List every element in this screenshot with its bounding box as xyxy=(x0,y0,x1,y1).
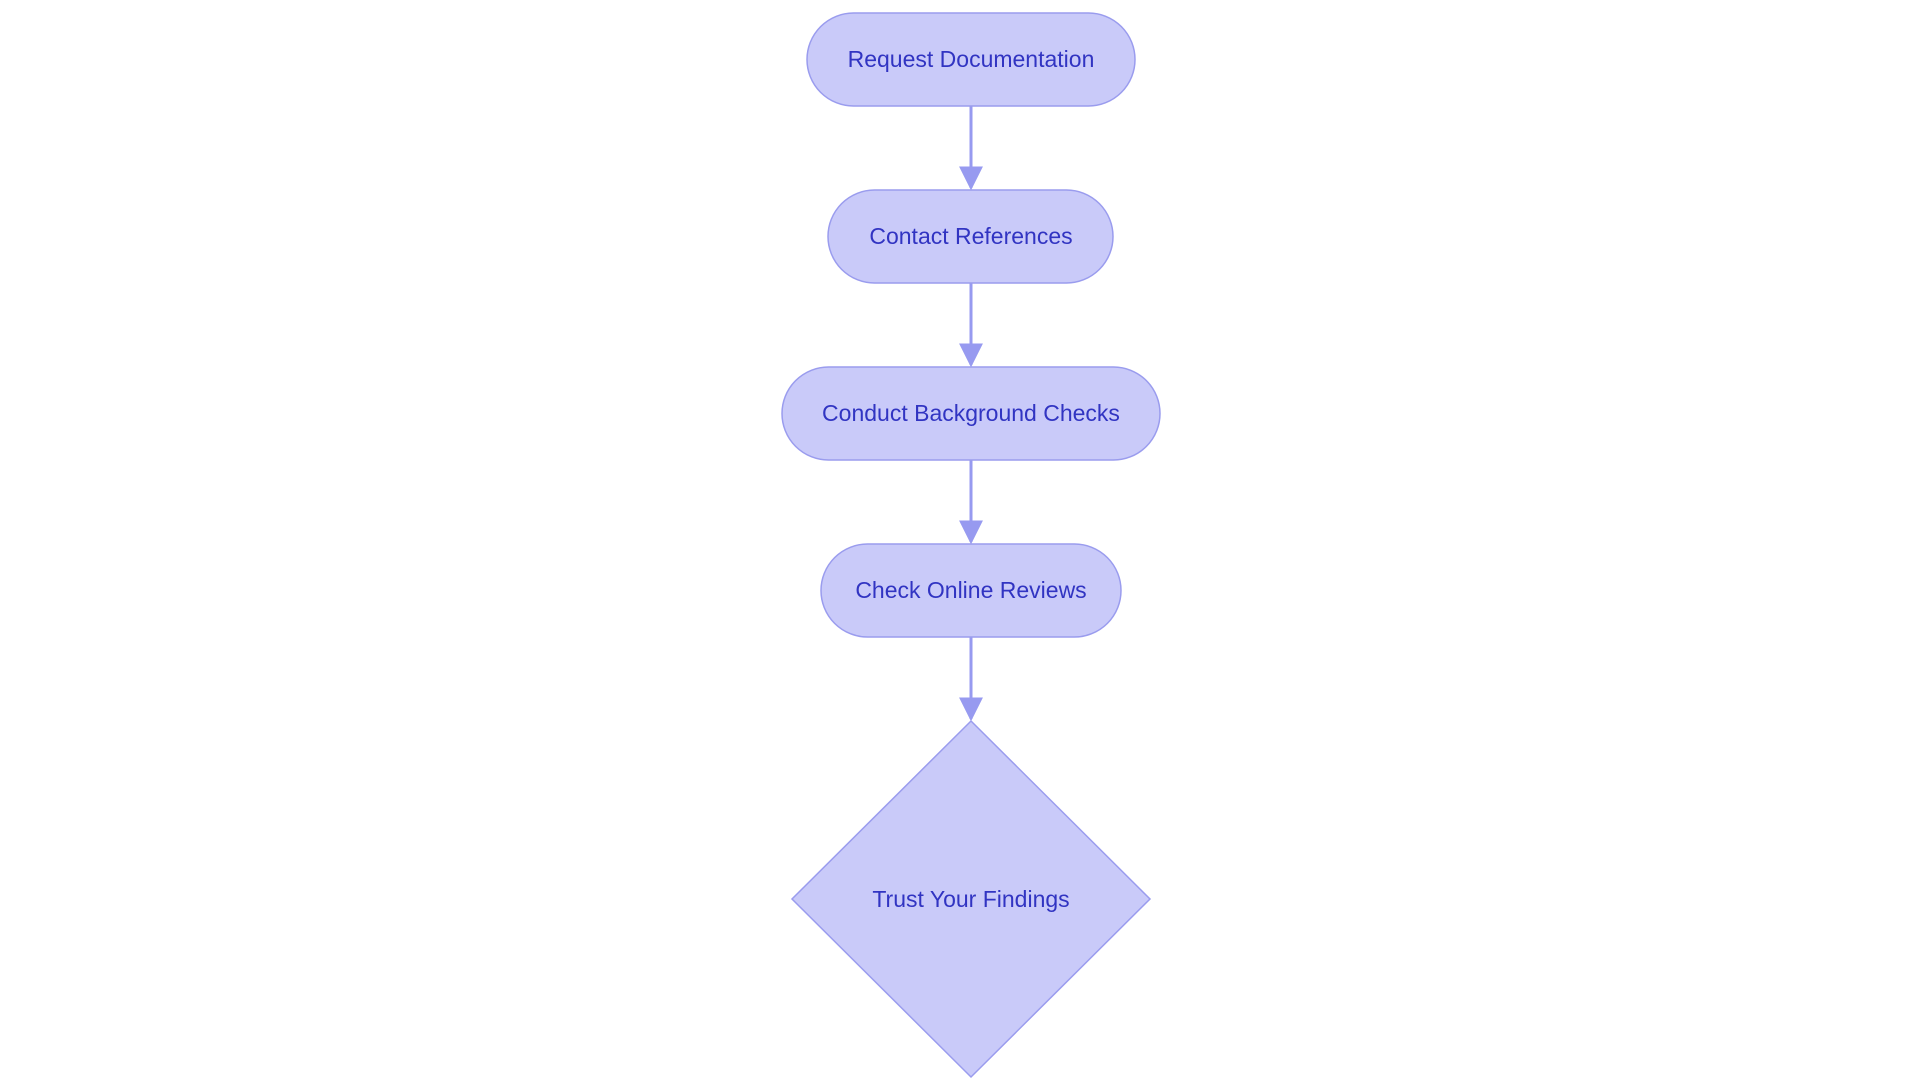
node-check-online-reviews[interactable]: Check Online Reviews xyxy=(820,543,1122,638)
decision-diamond xyxy=(790,719,1152,1079)
node-shape xyxy=(827,189,1114,284)
node-request-documentation[interactable]: Request Documentation xyxy=(806,12,1136,107)
node-conduct-background-checks[interactable]: Conduct Background Checks xyxy=(781,366,1161,461)
node-shape xyxy=(781,366,1161,461)
node-label: Check Online Reviews xyxy=(855,577,1086,603)
node-contact-references[interactable]: Contact References xyxy=(827,189,1114,284)
node-shape xyxy=(806,12,1136,107)
node-label: Trust Your Findings xyxy=(872,886,1069,912)
node-trust-your-findings[interactable]: Trust Your Findings xyxy=(790,719,1152,1079)
node-label: Conduct Background Checks xyxy=(822,400,1120,426)
node-label: Contact References xyxy=(869,223,1072,249)
node-label: Request Documentation xyxy=(848,46,1095,72)
node-shape xyxy=(820,543,1122,638)
